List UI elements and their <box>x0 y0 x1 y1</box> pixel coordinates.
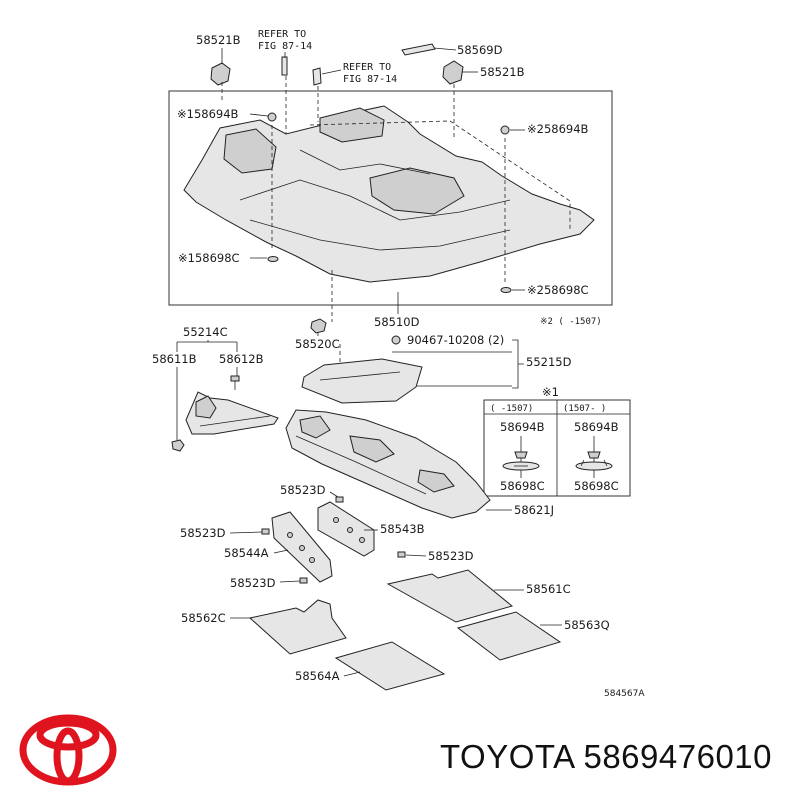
callout-58523D-4: 58523D <box>230 576 276 590</box>
callout-58564A: 58564A <box>295 669 340 683</box>
clip-left <box>210 62 231 86</box>
callout-58621J: 58621J <box>514 503 554 517</box>
callout-58523D-1: 58523D <box>280 483 326 497</box>
mat-58564A <box>334 641 446 691</box>
grommet-58698C-left <box>267 256 279 262</box>
table-col2-header: (1507- ) <box>563 404 606 414</box>
clip-58611B <box>171 439 185 452</box>
toyota-emblem-icon <box>19 714 117 786</box>
bracket-58543B <box>317 501 375 557</box>
bracket-58544A <box>271 511 333 583</box>
strip-58569D <box>401 43 436 56</box>
callout-58510D: 58510D <box>374 315 420 329</box>
callout-58569D: 58569D <box>457 43 503 57</box>
callout-58543B: 58543B <box>380 522 425 536</box>
silencer-58621J <box>285 409 491 519</box>
grommet-58694B-left <box>267 112 277 122</box>
grommet-58698C-right <box>500 287 512 293</box>
table-col1-top: 58694B <box>500 420 545 434</box>
callout-58563Q: 58563Q <box>564 618 610 632</box>
callout-58562C: 58562C <box>181 611 226 625</box>
callout-refer-right-2: FIG 87-14 <box>343 74 397 85</box>
pad-55214C <box>185 391 279 435</box>
carpet-frame <box>168 90 613 306</box>
grommet-new-style <box>575 436 613 478</box>
table-col2-bottom: 58698C <box>574 479 619 493</box>
callout-58523D-3: 58523D <box>428 549 474 563</box>
table-title: ※1 <box>542 385 559 399</box>
screw-58523D-c <box>397 551 406 558</box>
callout-58698C-right: ※258698C <box>527 283 589 297</box>
brand-caption: TOYOTA 5869476010 <box>440 738 773 775</box>
callout-refer-right-1: REFER TO <box>343 62 391 73</box>
note-range: ※2 ( -1507) <box>540 317 602 327</box>
callout-58523D-2: 58523D <box>180 526 226 540</box>
figure-code: 584567A <box>604 689 645 699</box>
mat-58562C <box>248 599 347 655</box>
clip-58520C <box>310 318 327 334</box>
callout-55214C: 55214C <box>183 325 228 339</box>
grommet-58694B-right <box>500 125 510 135</box>
callout-refer-left-2: FIG 87-14 <box>258 41 312 52</box>
screw-58612B <box>230 375 240 390</box>
callout-58611B: 58611B <box>152 352 197 366</box>
callout-55215D: 55215D <box>526 355 572 369</box>
callout-58520C: 58520C <box>295 337 340 351</box>
ref-rod-left <box>281 56 288 76</box>
grommet-old-style <box>502 436 540 478</box>
callout-58694B-right: ※258694B <box>527 122 589 136</box>
mat-58563Q <box>456 611 562 661</box>
floor-carpet-58510D <box>183 105 595 283</box>
mat-58561C <box>386 569 514 623</box>
screw-58523D-d <box>299 577 308 584</box>
callout-58612B: 58612B <box>219 352 264 366</box>
clip-right <box>442 60 464 85</box>
table-col2-top: 58694B <box>574 420 619 434</box>
panel-55215D <box>301 358 423 404</box>
callout-refer-left-1: REFER TO <box>258 29 306 40</box>
ref-rod-right <box>312 67 322 86</box>
callout-58698C-left: ※158698C <box>178 251 240 265</box>
table-col1-bottom: 58698C <box>500 479 545 493</box>
table-col1-header: ( -1507) <box>490 404 533 414</box>
callout-58521B-right: 58521B <box>480 65 525 79</box>
callout-58694B-left: ※158694B <box>177 107 239 121</box>
callout-58561C: 58561C <box>526 582 571 596</box>
screw-90467 <box>391 335 401 345</box>
screw-58523D-a <box>335 496 344 503</box>
screw-58523D-b <box>261 528 270 535</box>
callout-90467-10208: 90467-10208 (2) <box>407 333 504 347</box>
callout-58521B-left: 58521B <box>196 33 241 47</box>
callout-58544A: 58544A <box>224 546 269 560</box>
